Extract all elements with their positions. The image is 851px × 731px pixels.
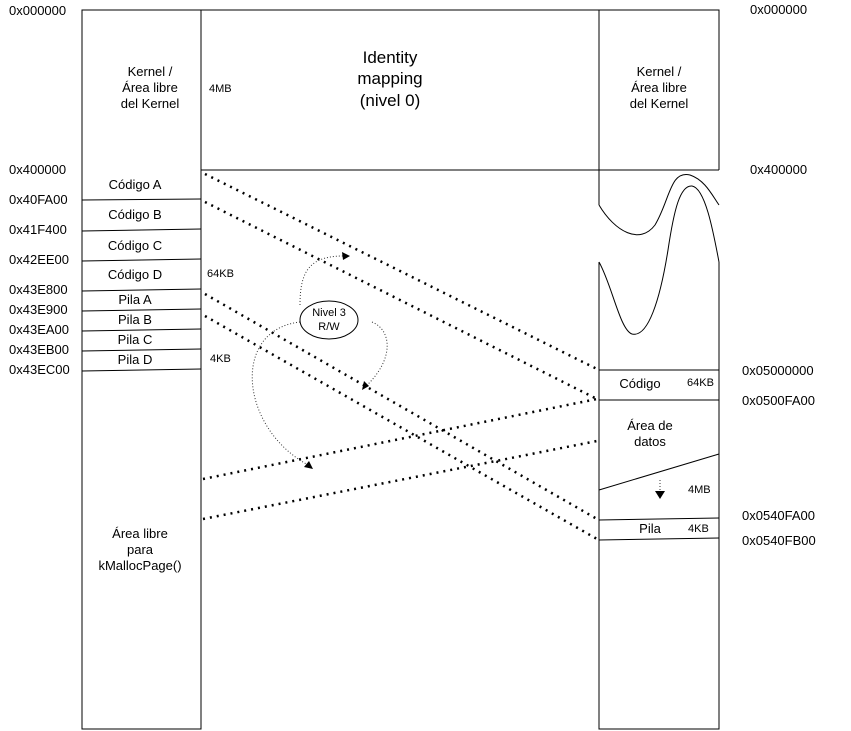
svg-text:0x43EA00: 0x43EA00 [9,322,69,337]
svg-text:4MB: 4MB [688,484,711,496]
svg-text:Área de: Área de [627,418,673,433]
svg-text:del Kernel: del Kernel [630,96,689,111]
permission-bubble [299,300,359,340]
title-line-1: Identity [363,48,418,67]
svg-text:Área libre: Área libre [631,80,687,95]
right-dividers [598,369,720,541]
bubble-line-1: Nivel 3 [312,307,346,319]
middle-area-box [200,9,600,171]
svg-text:Código D: Código D [108,267,162,282]
svg-text:Pila C: Pila C [118,332,153,347]
svg-text:Pila B: Pila B [118,312,152,327]
map-codigo-back [202,397,598,481]
svg-text:0x000000: 0x000000 [9,3,66,18]
left-dividers [81,198,202,372]
svg-text:0x43E900: 0x43E900 [9,302,68,317]
svg-text:para: para [127,542,154,557]
svg-text:Pila A: Pila A [118,292,152,307]
right-column-top [598,9,720,205]
map-codigo-a [204,172,598,371]
svg-text:0x0540FA00: 0x0540FA00 [742,508,815,523]
right-column-break-wave-lower [598,185,720,335]
svg-text:0x43E800: 0x43E800 [9,282,68,297]
svg-text:64KB: 64KB [687,377,714,389]
title-line-2: mapping [357,69,422,88]
svg-text:datos: datos [634,434,666,449]
right-column-labels: Kernel / Área libre del Kernel Código Ár… [619,64,688,536]
map-pila-b [204,314,598,541]
bubble-arrows [251,255,661,496]
svg-text:Código: Código [619,376,660,391]
svg-text:4KB: 4KB [688,523,709,535]
arrowheads [304,252,665,499]
svg-text:0x43EB00: 0x43EB00 [9,342,69,357]
svg-text:0x40FA00: 0x40FA00 [9,192,68,207]
svg-text:0x43EC00: 0x43EC00 [9,362,70,377]
svg-text:kMallocPage(): kMallocPage() [98,558,181,573]
svg-text:64KB: 64KB [207,268,234,280]
left-column-labels: Kernel / Área libre del Kernel Código A … [98,64,181,573]
svg-text:Kernel /: Kernel / [637,64,682,79]
svg-text:Pila: Pila [639,521,661,536]
map-codigo-b [204,200,598,401]
svg-text:0x0540FB00: 0x0540FB00 [742,533,816,548]
right-address-labels: 0x000000 0x400000 0x05000000 0x0500FA00 … [742,2,816,548]
svg-text:Área libre: Área libre [112,526,168,541]
right-column-bottom [598,262,720,730]
svg-text:Área libre: Área libre [122,80,178,95]
svg-text:del Kernel: del Kernel [121,96,180,111]
svg-text:0x0500FA00: 0x0500FA00 [742,393,815,408]
svg-text:Kernel /: Kernel / [128,64,173,79]
svg-text:4MB: 4MB [209,83,232,95]
map-datos-back [202,439,598,521]
right-column-break-wave [598,174,720,236]
svg-text:Pila D: Pila D [118,352,153,367]
size-labels: 4MB 64KB 4KB 64KB 4MB 4KB [207,83,714,535]
svg-text:0x400000: 0x400000 [9,162,66,177]
svg-text:0x42EE00: 0x42EE00 [9,252,69,267]
svg-text:Código C: Código C [108,238,162,253]
svg-text:0x05000000: 0x05000000 [742,363,814,378]
mapping-lines [202,172,598,541]
left-address-labels: 0x000000 0x400000 0x40FA00 0x41F400 0x42… [9,3,70,377]
svg-text:0x000000: 0x000000 [750,2,807,17]
svg-text:0x41F400: 0x41F400 [9,222,67,237]
title-line-3: (nivel 0) [360,91,420,110]
svg-text:Código B: Código B [108,207,161,222]
svg-text:4KB: 4KB [210,353,231,365]
bubble-line-2: R/W [318,321,340,333]
svg-text:Código A: Código A [109,177,162,192]
svg-text:0x400000: 0x400000 [750,162,807,177]
map-pila-a [204,292,598,521]
